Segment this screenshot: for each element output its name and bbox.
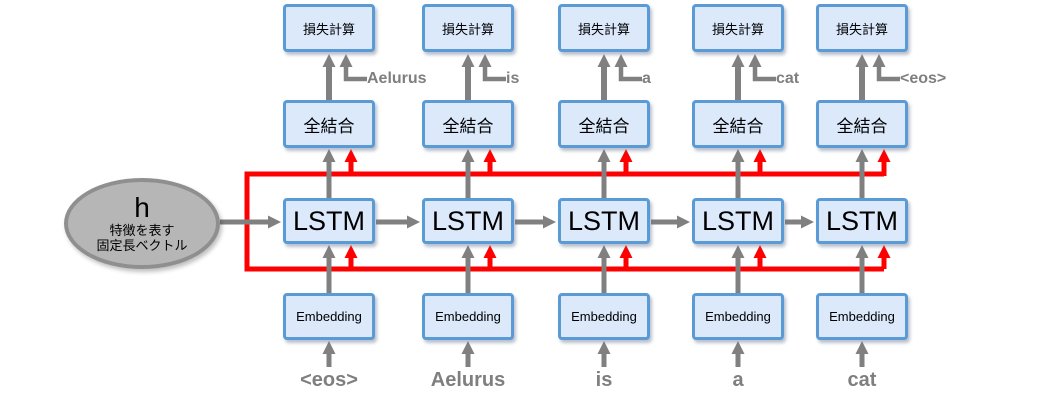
embedding-box-label: Embedding bbox=[296, 309, 362, 324]
embedding-box: Embedding bbox=[816, 293, 908, 340]
embedding-box-label: Embedding bbox=[571, 309, 637, 324]
lstm-box: LSTM bbox=[692, 198, 784, 244]
loss-box: 損失計算 bbox=[558, 4, 650, 52]
feature-vector-caption-line1: 特徴を表す bbox=[109, 222, 175, 238]
input-word-label: is bbox=[595, 369, 613, 391]
fully-connected-box: 全結合 bbox=[692, 100, 784, 148]
decoder-column: 損失計算 全結合 LSTM Embedding Aelurus <eos> bbox=[283, 0, 427, 411]
fully-connected-box: 全結合 bbox=[422, 100, 514, 148]
embedding-box-label: Embedding bbox=[705, 309, 771, 324]
lstm-box: LSTM bbox=[816, 198, 908, 244]
target-word-to-loss-arrow bbox=[614, 54, 642, 82]
loss-box-label: 損失計算 bbox=[577, 21, 630, 37]
decoder-column: 損失計算 全結合 LSTM Embedding <eos> cat bbox=[816, 0, 946, 411]
embedding-box-label: Embedding bbox=[829, 309, 895, 324]
fully-connected-box-label: 全結合 bbox=[578, 116, 630, 136]
embedding-box: Embedding bbox=[422, 293, 514, 340]
target-word-label: Aelurus bbox=[367, 70, 427, 87]
target-word-label: <eos> bbox=[900, 70, 947, 87]
target-word-to-loss-arrow bbox=[872, 54, 900, 82]
embedding-box: Embedding bbox=[692, 293, 784, 340]
decoder-column: 損失計算 全結合 LSTM Embedding a is bbox=[558, 0, 651, 411]
lstm-box-label: LSTM bbox=[292, 205, 365, 236]
loss-box: 損失計算 bbox=[283, 4, 375, 52]
feature-vector-node: h 特徴を表す 固定長ベクトル bbox=[64, 178, 220, 269]
decoder-column: 損失計算 全結合 LSTM Embedding is Aelurus bbox=[422, 0, 519, 411]
decoder-column: 損失計算 全結合 LSTM Embedding cat a bbox=[692, 0, 799, 411]
loss-box: 損失計算 bbox=[692, 4, 784, 52]
feature-vector-symbol: h bbox=[134, 192, 150, 224]
target-word-to-loss-arrow bbox=[478, 54, 506, 82]
feature-vector-caption-line2: 固定長ベクトル bbox=[96, 238, 188, 254]
target-word-to-loss-arrow bbox=[339, 54, 367, 82]
lstm-box-label: LSTM bbox=[701, 205, 774, 236]
fully-connected-box-label: 全結合 bbox=[442, 116, 494, 136]
embedding-box-label: Embedding bbox=[435, 309, 501, 324]
embedding-box: Embedding bbox=[558, 293, 650, 340]
target-word-label: a bbox=[642, 70, 651, 87]
target-word-label: cat bbox=[776, 70, 800, 87]
input-word-label: <eos> bbox=[300, 369, 358, 391]
loss-box: 損失計算 bbox=[816, 4, 908, 52]
loss-box-label: 損失計算 bbox=[711, 21, 764, 37]
target-word-to-loss-arrow bbox=[748, 54, 776, 82]
lstm-box: LSTM bbox=[558, 198, 650, 244]
fully-connected-box-label: 全結合 bbox=[836, 116, 888, 136]
lstm-box-label: LSTM bbox=[567, 205, 640, 236]
fully-connected-box-label: 全結合 bbox=[712, 116, 764, 136]
target-word-label: is bbox=[506, 70, 520, 87]
lstm-box-label: LSTM bbox=[431, 205, 504, 236]
lstm-box: LSTM bbox=[422, 198, 514, 244]
fully-connected-box: 全結合 bbox=[283, 100, 375, 148]
loss-box-label: 損失計算 bbox=[302, 21, 355, 37]
lstm-box-label: LSTM bbox=[825, 205, 898, 236]
fully-connected-box-label: 全結合 bbox=[303, 116, 355, 136]
input-word-label: Aelurus bbox=[430, 369, 506, 391]
lstm-box: LSTM bbox=[283, 198, 375, 244]
fully-connected-box: 全結合 bbox=[816, 100, 908, 148]
fully-connected-box: 全結合 bbox=[558, 100, 650, 148]
input-word-label: cat bbox=[847, 369, 877, 391]
input-word-label: a bbox=[732, 369, 744, 391]
loss-box-label: 損失計算 bbox=[835, 21, 888, 37]
loss-box-label: 損失計算 bbox=[441, 21, 494, 37]
embedding-box: Embedding bbox=[283, 293, 375, 340]
loss-box: 損失計算 bbox=[422, 4, 514, 52]
